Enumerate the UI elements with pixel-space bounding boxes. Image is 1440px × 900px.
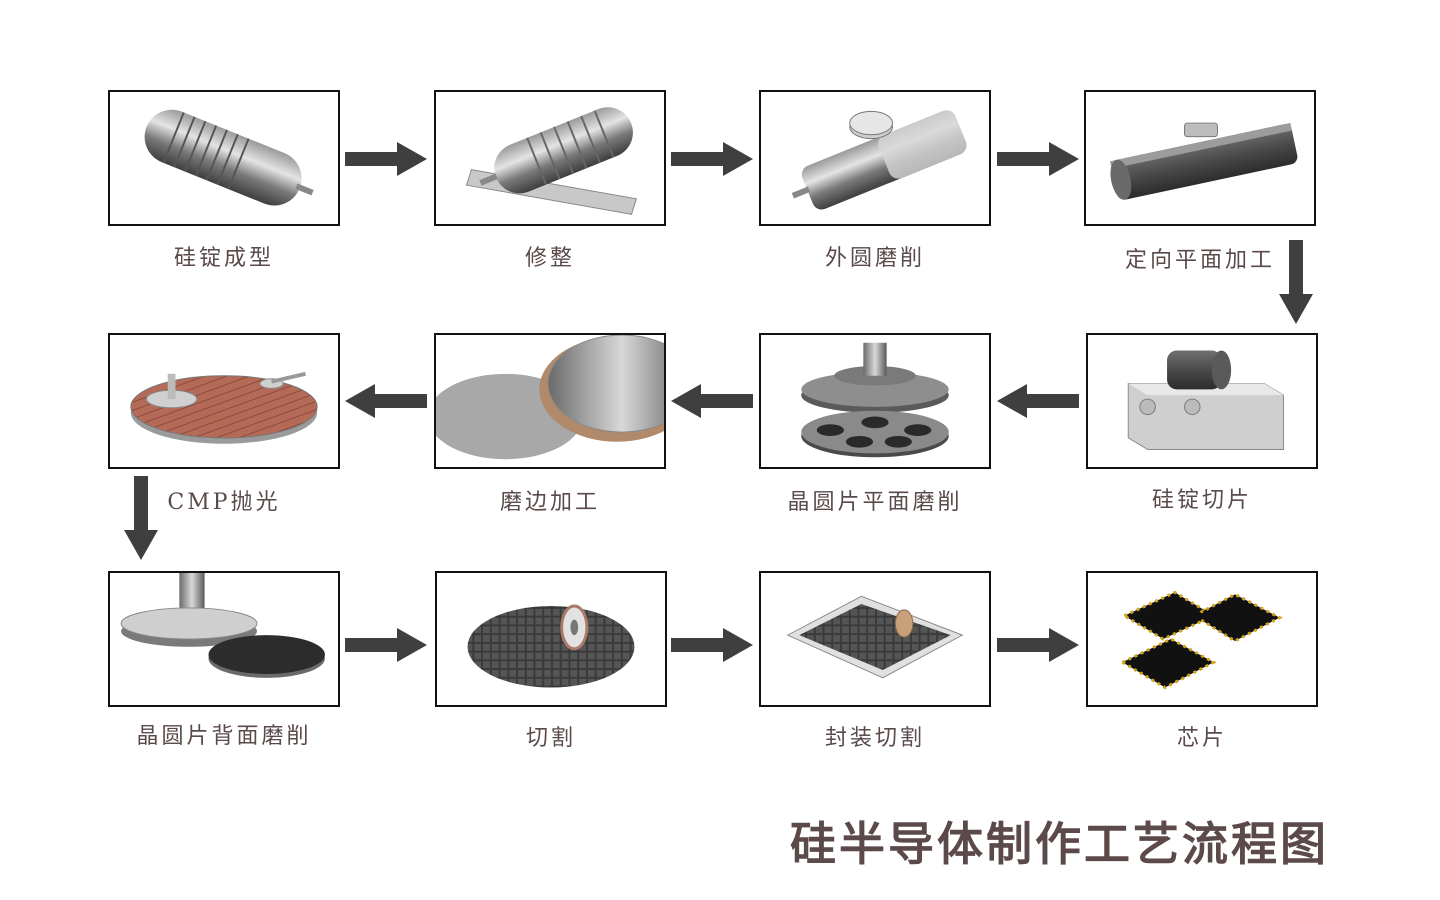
step-box-10	[435, 571, 667, 707]
page-title: 硅半导体制作工艺流程图	[790, 817, 1329, 871]
step-label-11: 封装切割	[824, 726, 925, 751]
arrow-right-1	[345, 142, 427, 176]
step-box-3	[759, 90, 991, 226]
step-label-2: 修整	[524, 246, 575, 271]
arrow-right-6	[997, 628, 1079, 662]
ingot-slicing-image	[1127, 350, 1285, 451]
step-label-10: 切割	[525, 726, 576, 751]
edge-grinding-image	[436, 335, 664, 460]
step-box-8	[108, 333, 340, 469]
step-box-4	[1084, 90, 1316, 226]
step-box-6	[759, 333, 991, 469]
arrow-left-1	[997, 384, 1079, 418]
step-label-8: CMP抛光	[167, 490, 281, 515]
arrow-left-2	[671, 384, 753, 418]
arrow-down-2	[124, 476, 158, 560]
step-box-9	[108, 571, 340, 707]
trimming-image	[465, 107, 638, 215]
chip-image	[1119, 590, 1283, 690]
step-label-7: 磨边加工	[499, 490, 600, 515]
step-label-1: 硅锭成型	[173, 246, 274, 271]
step-label-5: 硅锭切片	[1151, 488, 1252, 513]
arrow-right-2	[671, 142, 753, 176]
package-dicing-image	[786, 595, 964, 679]
silicon-ingot-image	[144, 109, 314, 206]
step-box-12	[1086, 571, 1318, 707]
step-box-1	[108, 90, 340, 226]
orientation-flat-image	[1109, 122, 1298, 200]
step-box-5	[1086, 333, 1318, 469]
wafer-surface-grinding-image	[801, 342, 949, 458]
arrow-left-3	[345, 384, 427, 418]
step-label-9: 晶圆片背面磨削	[136, 724, 312, 749]
step-box-2	[434, 90, 666, 226]
step-label-4: 定向平面加工	[1124, 248, 1275, 273]
cylindrical-grinding-image	[791, 110, 967, 210]
cmp-polishing-image	[130, 371, 318, 444]
arrow-right-4	[345, 628, 427, 662]
step-box-11	[759, 571, 991, 707]
arrow-right-3	[997, 142, 1079, 176]
step-label-3: 外圆磨削	[824, 246, 925, 271]
step-label-12: 芯片	[1176, 726, 1227, 751]
step-box-7	[434, 333, 666, 469]
arrow-down-1	[1279, 240, 1313, 324]
dicing-image	[467, 604, 635, 688]
backside-grinding-image	[120, 573, 325, 678]
arrow-right-5	[671, 628, 753, 662]
step-label-6: 晶圆片平面磨削	[787, 490, 963, 515]
